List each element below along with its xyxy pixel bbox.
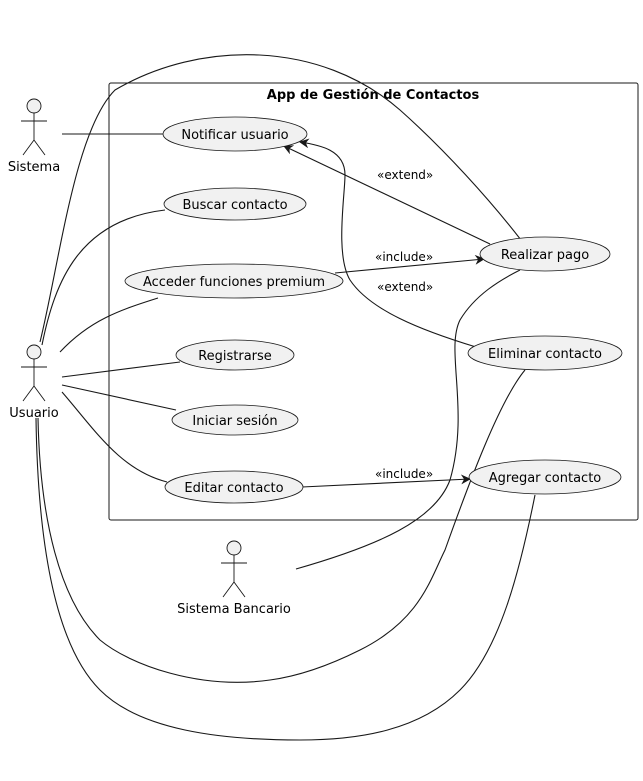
use-case-registrarse[interactable]: Registrarse <box>175 339 295 371</box>
assoc-banco-pago <box>295 269 521 570</box>
use-case-label: Registrarse <box>198 349 272 364</box>
actor-head <box>26 344 42 360</box>
use-case-buscar[interactable]: Buscar contacto <box>163 187 307 221</box>
assoc-usuario-pago <box>39 54 522 343</box>
actor-label: Sistema Bancario <box>177 602 291 617</box>
relations: «extend» «include» «extend» «include» <box>283 138 491 488</box>
actor-sistema[interactable]: Sistema <box>8 98 60 175</box>
associations <box>35 54 536 741</box>
use-case-eliminar[interactable]: Eliminar contacto <box>467 335 623 371</box>
assoc-usuario-editar <box>61 391 168 483</box>
actor-body <box>21 359 47 402</box>
actor-head <box>26 98 42 114</box>
assoc-usuario-eliminar <box>37 369 526 683</box>
include-label-editar: «include» <box>375 467 433 481</box>
use-case-label: Eliminar contacto <box>488 347 602 362</box>
use-case-label: Acceder funciones premium <box>143 275 325 290</box>
extend-arrow-pago <box>283 145 491 245</box>
use-case-label: Buscar contacto <box>182 198 287 213</box>
include-arrow-acceder <box>334 254 485 274</box>
assoc-usuario-iniciar <box>61 384 177 411</box>
use-case-label: Agregar contacto <box>489 471 602 486</box>
system-boundary <box>108 82 639 521</box>
use-case-label: Iniciar sesión <box>192 414 277 429</box>
actor-head <box>226 540 242 556</box>
use-case-iniciar[interactable]: Iniciar sesión <box>171 404 299 436</box>
extend-label-eliminar: «extend» <box>377 280 433 294</box>
system-title: App de Gestión de Contactos <box>267 88 480 103</box>
use-case-pago[interactable]: Realizar pago <box>479 236 611 272</box>
use-case-editar[interactable]: Editar contacto <box>164 470 304 504</box>
actor-label: Sistema <box>8 160 60 175</box>
use-case-label: Editar contacto <box>184 481 283 496</box>
include-arrow-editar <box>301 474 471 488</box>
extend-label-pago: «extend» <box>377 168 433 182</box>
assoc-usuario-buscar <box>41 209 166 346</box>
actor-body <box>221 555 247 598</box>
assoc-usuario-agregar <box>35 417 536 741</box>
assoc-usuario-registrarse <box>61 361 181 378</box>
use-case-notificar[interactable]: Notificar usuario <box>162 116 308 152</box>
assoc-usuario-acceder <box>59 297 159 353</box>
use-case-label: Notificar usuario <box>181 128 288 143</box>
use-case-acceder[interactable]: Acceder funciones premium <box>124 263 344 299</box>
actor-body <box>21 113 47 156</box>
use-case-label: Realizar pago <box>501 248 589 263</box>
include-label-acceder: «include» <box>375 250 433 264</box>
extend-arrow-eliminar <box>299 138 477 348</box>
actor-label: Usuario <box>9 406 58 421</box>
actor-usuario[interactable]: Usuario <box>9 344 59 421</box>
use-case-agregar[interactable]: Agregar contacto <box>468 459 622 495</box>
actor-sistema-bancario[interactable]: Sistema Bancario <box>177 540 291 617</box>
